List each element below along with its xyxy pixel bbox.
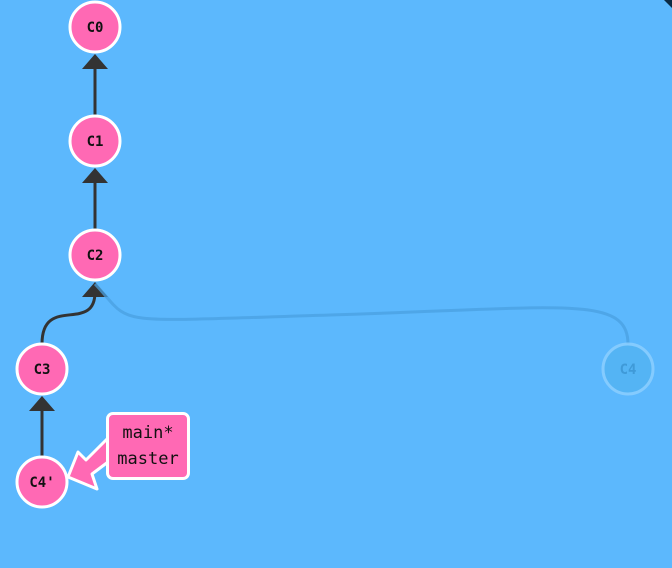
commit-label: C2 [87,248,104,264]
commit-c3[interactable]: C3 [15,342,69,396]
commit-c4[interactable]: C4 [601,342,655,396]
edge-c3-c2 [40,282,108,345]
edge-c1-c0 [82,54,108,116]
edge-c2-c1 [82,168,108,230]
commit-label: C4 [620,362,637,378]
commit-c0[interactable]: C0 [68,0,122,54]
commit-label: C4' [29,475,54,491]
edge-c4-c2 [93,282,630,345]
commit-c4p[interactable]: C4' [15,455,69,509]
commit-label: C1 [87,134,104,150]
branch-label-master: master [117,449,179,469]
branch-label-box[interactable]: main* master [106,412,190,480]
commit-label: C0 [87,20,104,36]
edge-c4p-c3 [29,396,55,457]
commit-c1[interactable]: C1 [68,114,122,168]
branch-label-main: main* [122,423,174,443]
edge-layer [29,54,630,457]
commit-label: C3 [34,362,51,378]
window-corner [664,0,672,8]
commit-c2[interactable]: C2 [68,228,122,282]
